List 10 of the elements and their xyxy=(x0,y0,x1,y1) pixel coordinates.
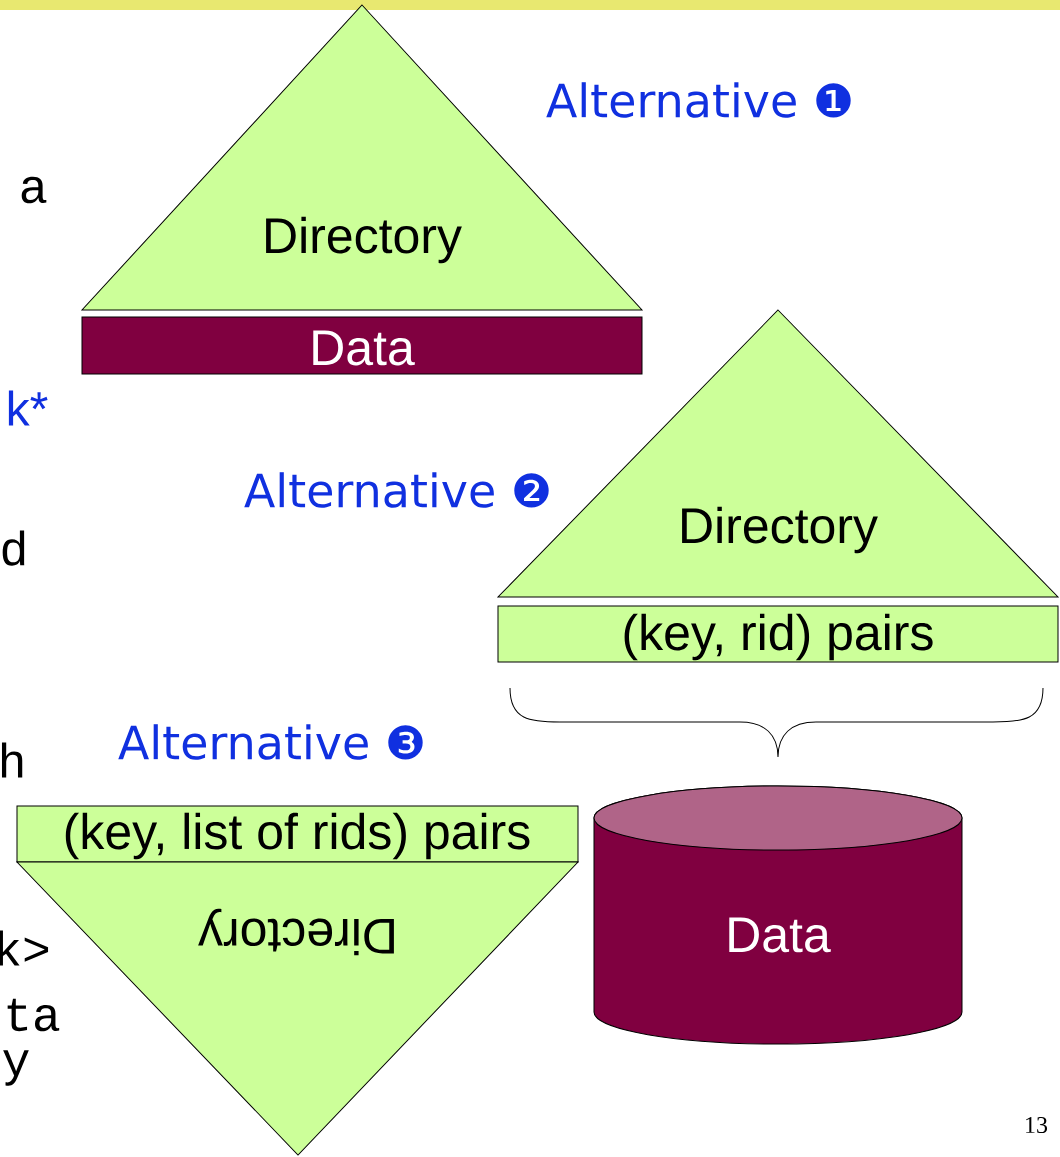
pairs-bar: (key, list of rids) pairs xyxy=(16,805,579,863)
database-cylinder: Data xyxy=(593,785,963,1045)
text-fragment: k* xyxy=(8,390,48,426)
page-number: 13 xyxy=(1026,1116,1048,1134)
alternative-label: Alternative ❸ xyxy=(118,724,423,760)
text-fragment: a xyxy=(21,176,47,204)
data-bar: Data xyxy=(81,316,643,375)
pairs-bar: (key, rid) pairs xyxy=(497,605,1059,663)
text-fragment: h xyxy=(2,742,23,778)
text-fragment: d xyxy=(2,530,25,566)
